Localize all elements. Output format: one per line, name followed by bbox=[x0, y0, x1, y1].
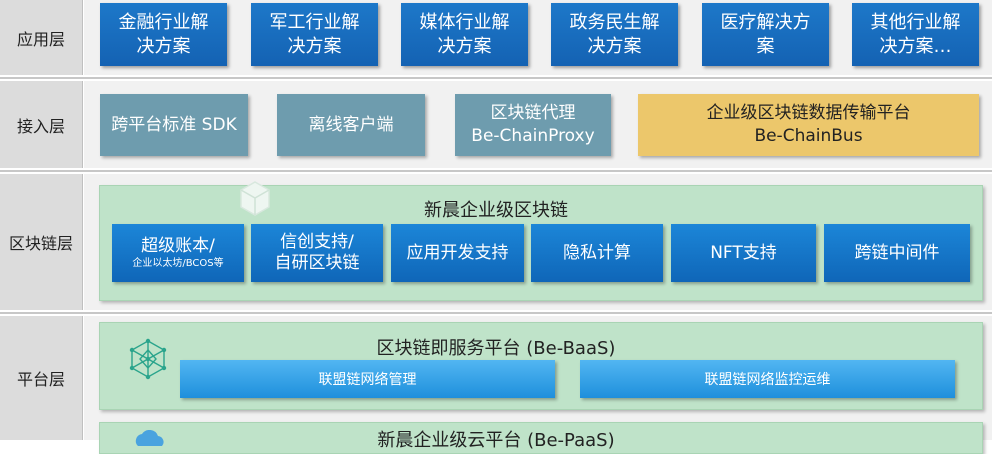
layer-label-platform: 平台层 bbox=[0, 316, 83, 440]
app-tile-finance-line1: 金融行业解 bbox=[118, 11, 209, 33]
baas-bar-network-monitoring[interactable]: 联盟链网络监控运维 bbox=[580, 360, 955, 398]
app-tile-government-line1: 政务民生解 bbox=[569, 11, 660, 33]
chain-tile-xinchuang[interactable]: 信创支持/ 自研区块链 bbox=[251, 224, 383, 282]
app-tile-media-line1: 媒体行业解 bbox=[419, 11, 510, 33]
chain-tile-app-dev[interactable]: 应用开发支持 bbox=[391, 224, 524, 282]
access-tile-chainproxy-line1: 区块链代理 bbox=[490, 103, 576, 123]
application-layer-panel bbox=[84, 0, 992, 75]
paas-title: 新晨企业级云平台 (Be-PaaS) bbox=[377, 430, 615, 451]
app-tile-military-line2: 决方案 bbox=[287, 35, 342, 57]
access-tile-offline-client-label: 离线客户端 bbox=[308, 114, 394, 135]
app-tile-medical[interactable]: 医疗解决方案 bbox=[702, 3, 829, 66]
baas-bar-network-monitoring-label: 联盟链网络监控运维 bbox=[704, 372, 831, 388]
app-tile-military-line1: 军工行业解 bbox=[269, 11, 360, 33]
access-tile-chainproxy[interactable]: 区块链代理 Be-ChainProxy bbox=[455, 94, 611, 156]
app-tile-government-line2: 决方案 bbox=[587, 35, 642, 57]
chain-tile-hyperledger-line1: 超级账本/ bbox=[141, 235, 215, 256]
access-tile-sdk-label: 跨平台标准 SDK bbox=[111, 114, 237, 135]
access-tile-chainbus[interactable]: 企业级区块链数据传输平台 Be-ChainBus bbox=[638, 94, 979, 156]
access-tile-offline-client[interactable]: 离线客户端 bbox=[277, 94, 425, 156]
baas-bar-network-management[interactable]: 联盟链网络管理 bbox=[180, 360, 555, 398]
chain-tile-xinchuang-line2: 自研区块链 bbox=[274, 253, 360, 273]
layer-separator bbox=[0, 170, 992, 172]
chain-tile-cross-chain-label: 跨链中间件 bbox=[854, 242, 940, 263]
app-tile-government[interactable]: 政务民生解决方案 bbox=[551, 3, 678, 66]
app-tile-other-line1: 其他行业解 bbox=[870, 11, 961, 33]
chain-tile-privacy-label: 隐私计算 bbox=[563, 242, 631, 263]
app-tile-other-line2: 决方案… bbox=[879, 35, 952, 57]
app-tile-other[interactable]: 其他行业解决方案… bbox=[852, 3, 979, 66]
chain-tile-privacy[interactable]: 隐私计算 bbox=[531, 224, 663, 282]
chain-tile-hyperledger-sub: 企业以太坊/BCOS等 bbox=[132, 257, 224, 269]
baas-bar-network-management-label: 联盟链网络管理 bbox=[318, 372, 417, 388]
layer-separator bbox=[0, 312, 992, 314]
app-tile-media[interactable]: 媒体行业解决方案 bbox=[401, 3, 528, 66]
chain-tile-nft[interactable]: NFT支持 bbox=[671, 224, 816, 282]
layer-separator bbox=[0, 77, 992, 79]
app-tile-finance-line2: 决方案 bbox=[136, 35, 191, 57]
layer-label-access: 接入层 bbox=[0, 81, 83, 168]
network-icon bbox=[129, 338, 167, 380]
layer-label-application: 应用层 bbox=[0, 0, 83, 75]
access-tile-sdk[interactable]: 跨平台标准 SDK bbox=[100, 94, 248, 156]
app-tile-military[interactable]: 军工行业解决方案 bbox=[251, 3, 378, 66]
app-tile-medical-line1: 医疗解决方 bbox=[720, 11, 811, 33]
chain-tile-cross-chain[interactable]: 跨链中间件 bbox=[824, 224, 970, 282]
access-tile-chainbus-line1: 企业级区块链数据传输平台 bbox=[706, 103, 911, 123]
baas-title: 区块链即服务平台 (Be-BaaS) bbox=[376, 338, 616, 359]
layer-label-blockchain: 区块链层 bbox=[0, 174, 83, 310]
access-tile-chainproxy-line2: Be-ChainProxy bbox=[471, 126, 595, 146]
chain-tile-hyperledger[interactable]: 超级账本/ 企业以太坊/BCOS等 bbox=[112, 224, 244, 282]
chain-tile-nft-label: NFT支持 bbox=[710, 242, 777, 263]
chain-tile-xinchuang-line1: 信创支持/ bbox=[280, 232, 354, 252]
app-tile-media-line2: 决方案 bbox=[437, 35, 492, 57]
chain-tile-app-dev-label: 应用开发支持 bbox=[406, 242, 509, 263]
cube-icon bbox=[240, 181, 270, 216]
app-tile-medical-line2: 案 bbox=[756, 35, 775, 57]
access-tile-chainbus-line2: Be-ChainBus bbox=[754, 126, 863, 146]
app-tile-finance[interactable]: 金融行业解决方案 bbox=[100, 3, 227, 66]
blockchain-title: 新晨企业级区块链 bbox=[424, 200, 568, 221]
